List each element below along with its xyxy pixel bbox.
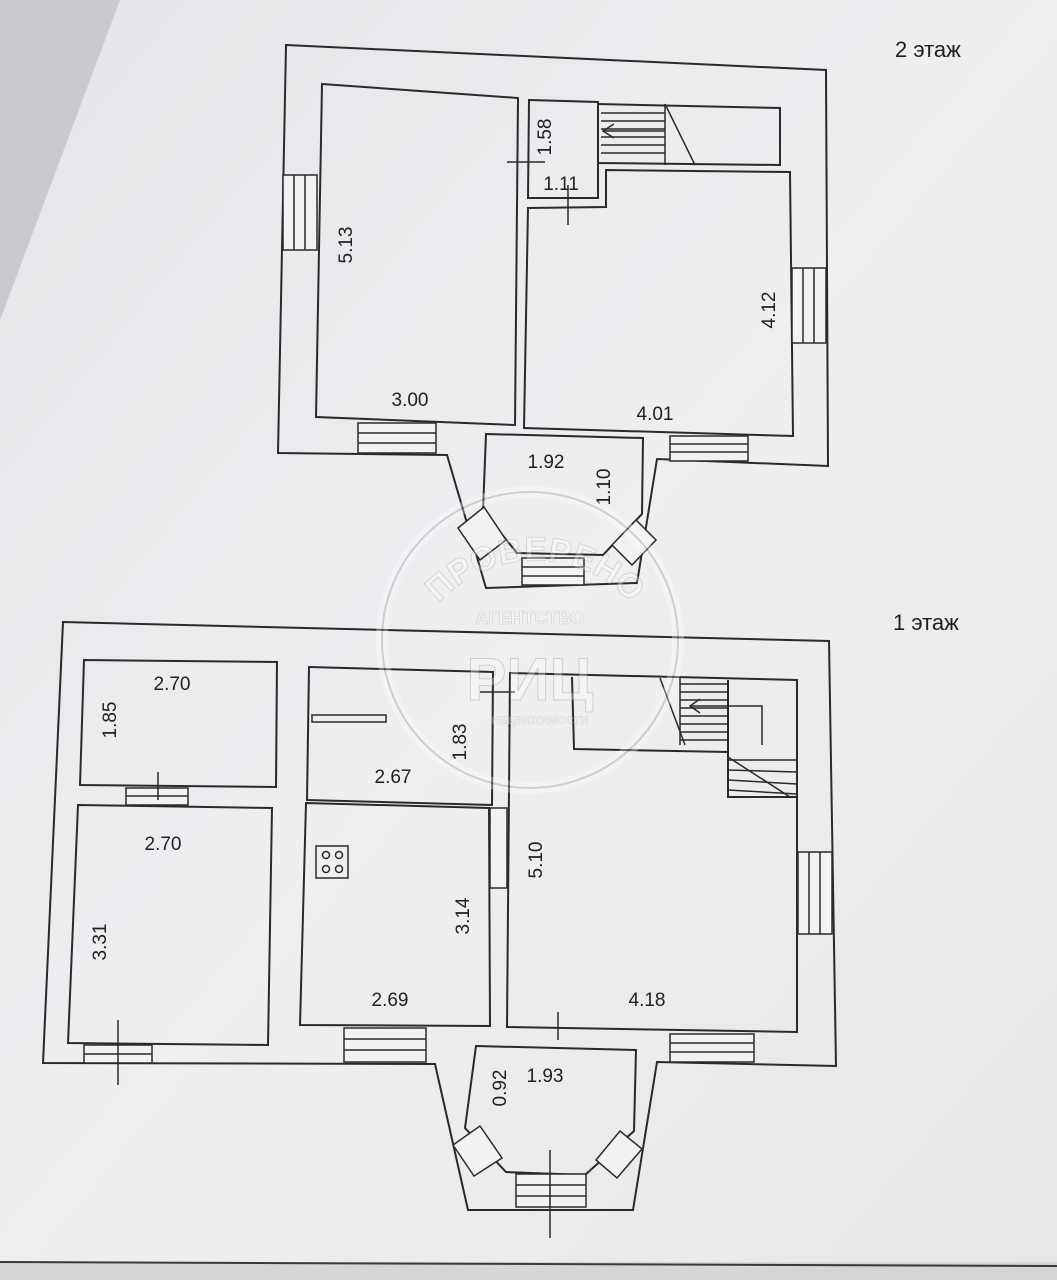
first-floor-stairs: [659, 677, 798, 798]
dim-label: 1.93: [527, 1066, 564, 1087]
dim-label: 2.70: [154, 674, 191, 695]
first-floor-bathroom: [305, 665, 495, 807]
second-floor-label: 2 этаж: [895, 37, 961, 62]
first-floor-fixtures: [311, 714, 387, 879]
watermark-agency: АГЕНТСТВО: [475, 608, 584, 628]
dim-label: 0.92: [490, 1070, 511, 1107]
second-floor-door-marks: [507, 161, 569, 225]
first-floor-hall: [505, 671, 798, 1034]
dim-label: 5.10: [526, 842, 547, 879]
first-floor-plan: [41, 620, 838, 1211]
window: [791, 267, 827, 344]
paper-fold-shadow: [0, 0, 120, 320]
page-bottom-rule: [0, 1261, 1057, 1267]
dim-label: 1.83: [450, 724, 471, 761]
first-floor-left-room: [66, 803, 274, 1047]
dim-label: 3.00: [392, 390, 429, 411]
window: [610, 518, 658, 567]
stove: [315, 845, 349, 879]
window: [594, 1129, 644, 1180]
second-floor-right-room: [522, 168, 795, 438]
dim-label: 4.18: [629, 990, 666, 1011]
dim-label: 4.12: [759, 292, 780, 329]
window: [282, 174, 318, 251]
dim-label: 1.10: [594, 469, 615, 506]
dim-label: 1.58: [535, 119, 556, 156]
first-floor-kitchen: [298, 801, 492, 1028]
watermark-ring-outline: [381, 491, 679, 789]
window: [669, 435, 749, 462]
second-floor-outer-wall: [276, 43, 830, 590]
window: [456, 505, 508, 562]
window: [489, 807, 508, 889]
window: [357, 422, 437, 454]
watermark-ring: [376, 486, 684, 794]
window: [343, 1027, 427, 1063]
dim-label: 4.01: [637, 404, 674, 425]
first-floor-label: 1 этаж: [893, 610, 959, 635]
second-floor-stair-bay: [597, 102, 781, 167]
dim-label: 3.14: [453, 897, 474, 934]
second-floor-stairs: [601, 103, 696, 166]
window: [515, 1173, 587, 1208]
window: [669, 1033, 755, 1063]
window: [797, 851, 833, 935]
second-floor-closet: [526, 98, 599, 199]
window: [451, 1124, 504, 1178]
dim-label: 1.11: [543, 174, 579, 195]
dim-label: 1.85: [100, 702, 121, 739]
second-floor-windows: [282, 174, 827, 586]
first-floor-windows: [83, 787, 833, 1208]
second-floor-left-room: [314, 82, 520, 427]
window: [521, 557, 585, 586]
bathroom-shelf: [311, 714, 387, 723]
watermark-logo: РИЦ: [467, 646, 594, 713]
dim-label: 3.31: [90, 924, 111, 961]
dim-label: 2.67: [375, 767, 412, 788]
dim-label: 2.70: [145, 834, 182, 855]
watermark-subtitle: НЕДВИЖИМОСТИ: [492, 715, 589, 727]
first-floor-outer-wall: [41, 620, 838, 1211]
dim-label: 1.92: [528, 452, 565, 473]
dim-label: 2.69: [372, 990, 409, 1011]
first-floor-small-room: [78, 658, 279, 789]
first-floor-door-marks: [117, 691, 559, 1238]
dim-label: 5.13: [336, 227, 357, 264]
